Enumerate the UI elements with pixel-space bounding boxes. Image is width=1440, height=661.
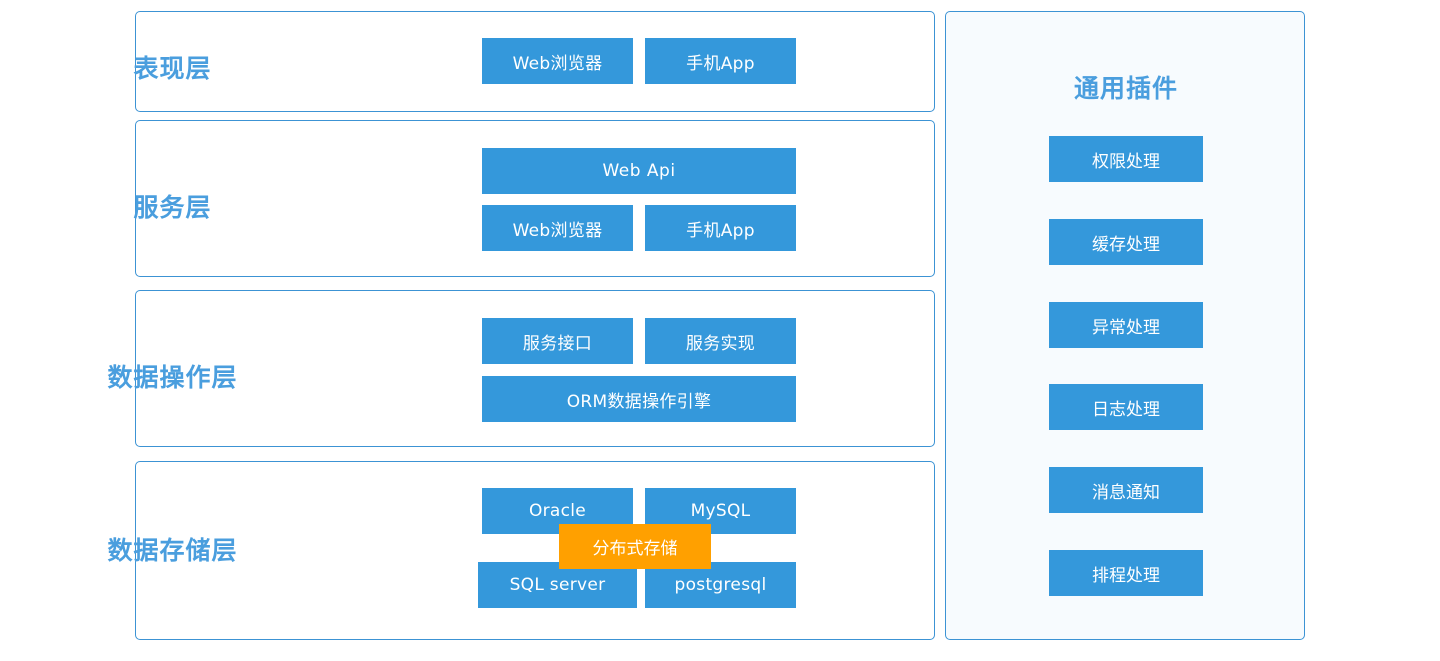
node-presentation-mobile-app[interactable]: 手机App xyxy=(645,38,796,84)
plugin-panel: 通用插件 权限处理 缓存处理 异常处理 日志处理 消息通知 排程处理 xyxy=(945,11,1305,640)
layer-box-data-operation xyxy=(135,290,935,447)
layer-label-presentation: 表现层 xyxy=(133,54,212,83)
plugin-item-schedule[interactable]: 排程处理 xyxy=(1049,550,1203,596)
layer-label-data-storage: 数据存储层 xyxy=(107,536,238,565)
node-data-storage-distributed-storage[interactable]: 分布式存储 xyxy=(559,524,711,569)
plugin-item-cache[interactable]: 缓存处理 xyxy=(1049,219,1203,265)
node-service-web-browser[interactable]: Web浏览器 xyxy=(482,205,633,251)
plugin-item-exception[interactable]: 异常处理 xyxy=(1049,302,1203,348)
plugin-item-permission[interactable]: 权限处理 xyxy=(1049,136,1203,182)
layer-label-data-operation: 数据操作层 xyxy=(107,363,238,392)
node-data-operation-orm-engine[interactable]: ORM数据操作引擎 xyxy=(482,376,796,422)
node-data-operation-service-interface[interactable]: 服务接口 xyxy=(482,318,633,364)
node-service-web-api[interactable]: Web Api xyxy=(482,148,796,194)
plugin-panel-title: 通用插件 xyxy=(1073,74,1178,103)
node-data-storage-postgresql[interactable]: postgresql xyxy=(645,562,796,608)
layer-label-service: 服务层 xyxy=(133,193,212,222)
node-data-storage-sql-server[interactable]: SQL server xyxy=(478,562,637,608)
node-presentation-web-browser[interactable]: Web浏览器 xyxy=(482,38,633,84)
plugin-item-message-notify[interactable]: 消息通知 xyxy=(1049,467,1203,513)
node-service-mobile-app[interactable]: 手机App xyxy=(645,205,796,251)
node-data-operation-service-implementation[interactable]: 服务实现 xyxy=(645,318,796,364)
plugin-item-log[interactable]: 日志处理 xyxy=(1049,384,1203,430)
